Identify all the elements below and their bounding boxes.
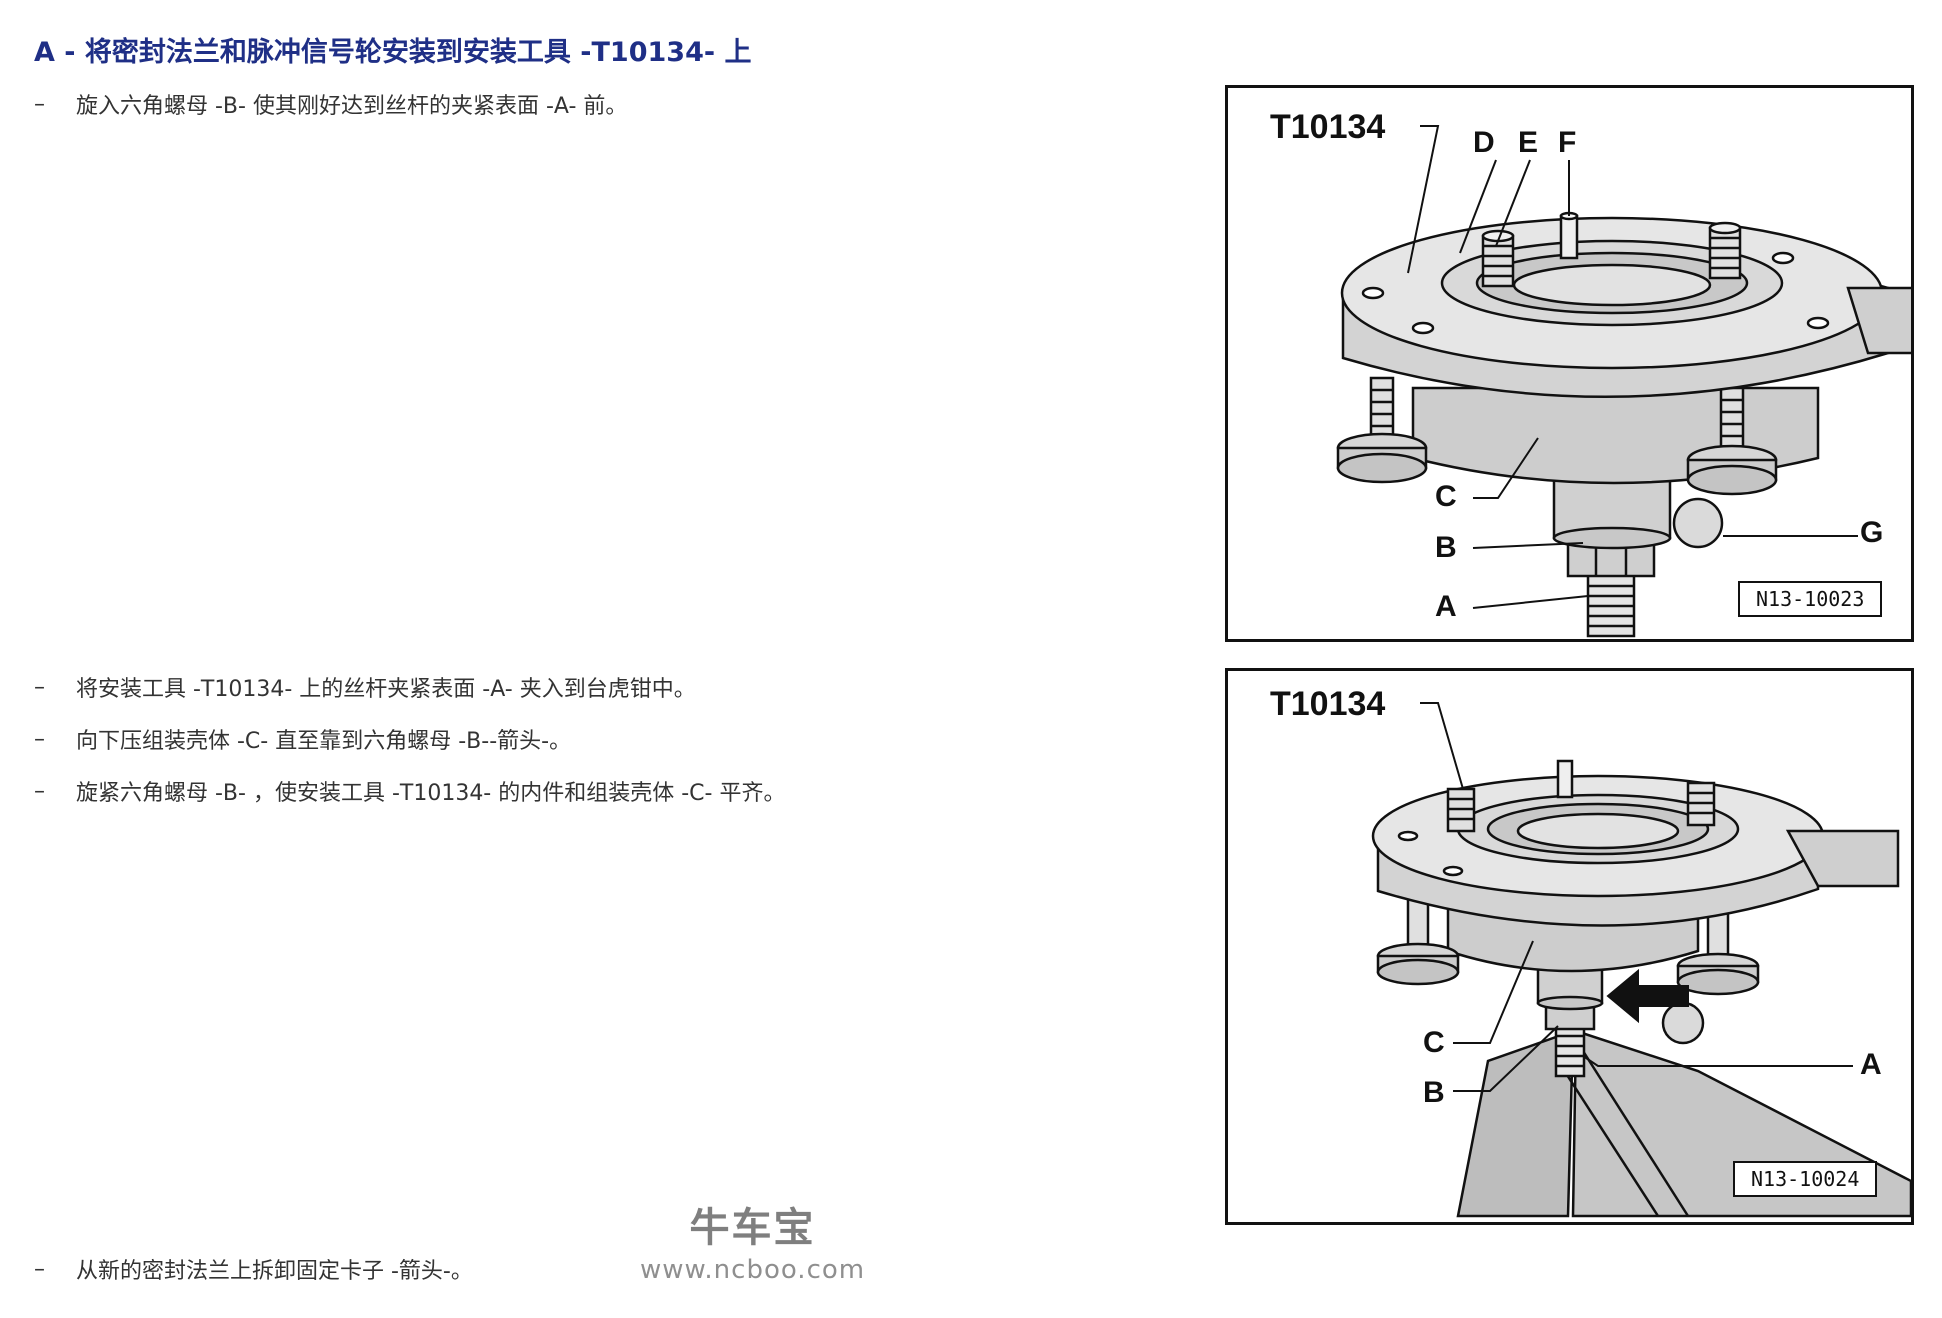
callout-g: G (1860, 516, 1884, 549)
step-text: 旋入六角螺母 -B- 使其刚好达到丝杆的夹紧表面 -A- 前。 (76, 94, 628, 119)
watermark-logo: 牛车宝 (689, 1205, 816, 1251)
step-3: – 向下压组装壳体 -C- 直至靠到六角螺母 -B--箭头-。 (34, 723, 571, 755)
callout-c: C (1423, 1026, 1445, 1059)
section-heading: A - 将密封法兰和脉冲信号轮安装到安装工具 -T10134- 上 (34, 37, 752, 68)
tool-assembly-drawing-2 (1371, 702, 1911, 1218)
watermark: 牛车宝 www.ncboo.com (640, 1195, 865, 1285)
watermark-url: www.ncboo.com (640, 1255, 866, 1285)
callout-a: A (1435, 590, 1457, 623)
step-text: 向下压组装壳体 -C- 直至靠到六角螺母 -B--箭头-。 (76, 729, 572, 754)
step-dash: – (34, 778, 45, 804)
figure-id-badge: N13-10023 (1738, 581, 1883, 617)
step-dash: – (34, 726, 45, 752)
tool-assembly-drawing-1 (1336, 125, 1911, 638)
step-text: 将安装工具 -T10134- 上的丝杆夹紧表面 -A- 夹入到台虎钳中。 (76, 677, 696, 702)
callout-f: F (1558, 126, 1577, 159)
callout-b: B (1435, 531, 1457, 564)
step-1: – 旋入六角螺母 -B- 使其刚好达到丝杆的夹紧表面 -A- 前。 (34, 88, 627, 120)
step-text: 旋紧六角螺母 -B- ，使安装工具 -T10134- 的内件和组装壳体 -C- … (76, 781, 786, 806)
step-dash: – (34, 91, 45, 117)
callout-e: E (1518, 126, 1539, 159)
step-dash: – (34, 1256, 45, 1282)
tool-number-label: T10134 (1270, 108, 1386, 146)
step-4: – 旋紧六角螺母 -B- ，使安装工具 -T10134- 的内件和组装壳体 -C… (34, 775, 785, 807)
figure-1: T10134 D E F C B A G N13-10023 (1225, 85, 1914, 642)
step-dash: – (34, 674, 45, 700)
step-text: 从新的密封法兰上拆卸固定卡子 -箭头-。 (76, 1259, 473, 1284)
callout-d: D (1473, 126, 1495, 159)
tool-number-label: T10134 (1270, 685, 1386, 723)
callout-c: C (1435, 480, 1457, 513)
figure-2: T10134 C B A N13-10024 (1225, 668, 1914, 1225)
step-2: – 将安装工具 -T10134- 上的丝杆夹紧表面 -A- 夹入到台虎钳中。 (34, 671, 696, 703)
step-5: – 从新的密封法兰上拆卸固定卡子 -箭头-。 (34, 1253, 473, 1285)
callout-b: B (1423, 1076, 1445, 1109)
figure-id-badge: N13-10024 (1733, 1161, 1878, 1197)
callout-a: A (1860, 1048, 1882, 1081)
